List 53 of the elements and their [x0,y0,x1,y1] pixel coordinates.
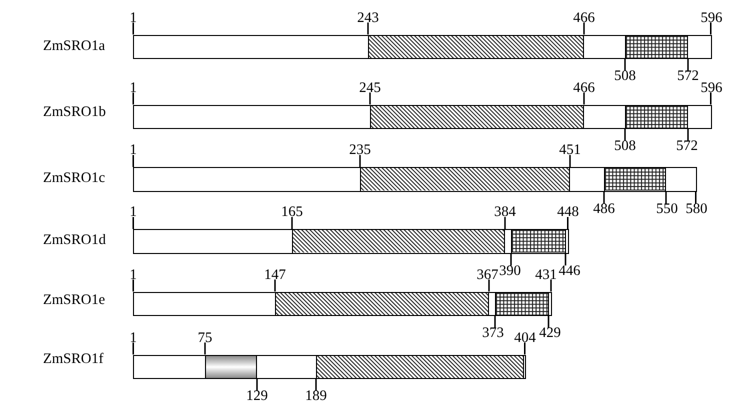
grid-domain [624,106,688,128]
position-number: 446 [558,262,580,280]
position-number: 466 [573,78,595,96]
position-number: 596 [700,78,722,96]
position-number: 245 [359,78,381,96]
position-number: 1 [130,266,137,284]
position-number: 508 [614,67,636,85]
position-number: 367 [476,266,498,284]
position-number: 431 [535,266,557,284]
protein-name: ZmSRO1b [43,103,106,121]
position-number: 451 [559,141,581,159]
position-number: 129 [246,387,268,405]
position-number: 165 [281,203,303,221]
position-number: 384 [494,203,516,221]
position-number: 1 [130,141,137,159]
position-number: 596 [700,8,722,26]
grid-domain [624,36,688,58]
hatched-domain [360,168,570,190]
shaded-domain [204,356,256,378]
position-number: 75 [198,328,212,346]
position-number: 580 [686,200,708,218]
hatched-domain [368,36,584,58]
position-number: 550 [656,200,678,218]
protein-name: ZmSRO1a [43,37,106,55]
hatched-domain [274,292,488,315]
hatched-domain [316,356,524,378]
position-number: 448 [557,203,579,221]
protein-name: ZmSRO1d [43,231,106,249]
position-number: 466 [573,8,595,26]
position-number: 390 [499,262,521,280]
position-number: 404 [514,328,536,346]
hatched-domain [370,106,584,128]
position-number: 1 [130,328,137,346]
position-number: 235 [349,141,371,159]
position-number: 373 [482,324,504,342]
grid-domain [604,168,666,190]
grid-domain [510,230,566,252]
position-number: 572 [677,67,699,85]
position-number: 1 [130,8,137,26]
position-number: 189 [305,387,327,405]
grid-domain [494,292,549,315]
position-number: 572 [676,137,698,155]
protein-name: ZmSRO1c [43,169,106,187]
protein-name: ZmSRO1e [43,291,106,309]
position-number: 429 [539,324,561,342]
position-number: 508 [614,137,636,155]
position-number: 243 [357,8,379,26]
position-number: 1 [130,203,137,221]
protein-name: ZmSRO1f [43,350,104,368]
position-number: 486 [593,200,615,218]
position-number: 1 [130,78,137,96]
hatched-domain [292,230,504,252]
position-number: 147 [264,266,286,284]
